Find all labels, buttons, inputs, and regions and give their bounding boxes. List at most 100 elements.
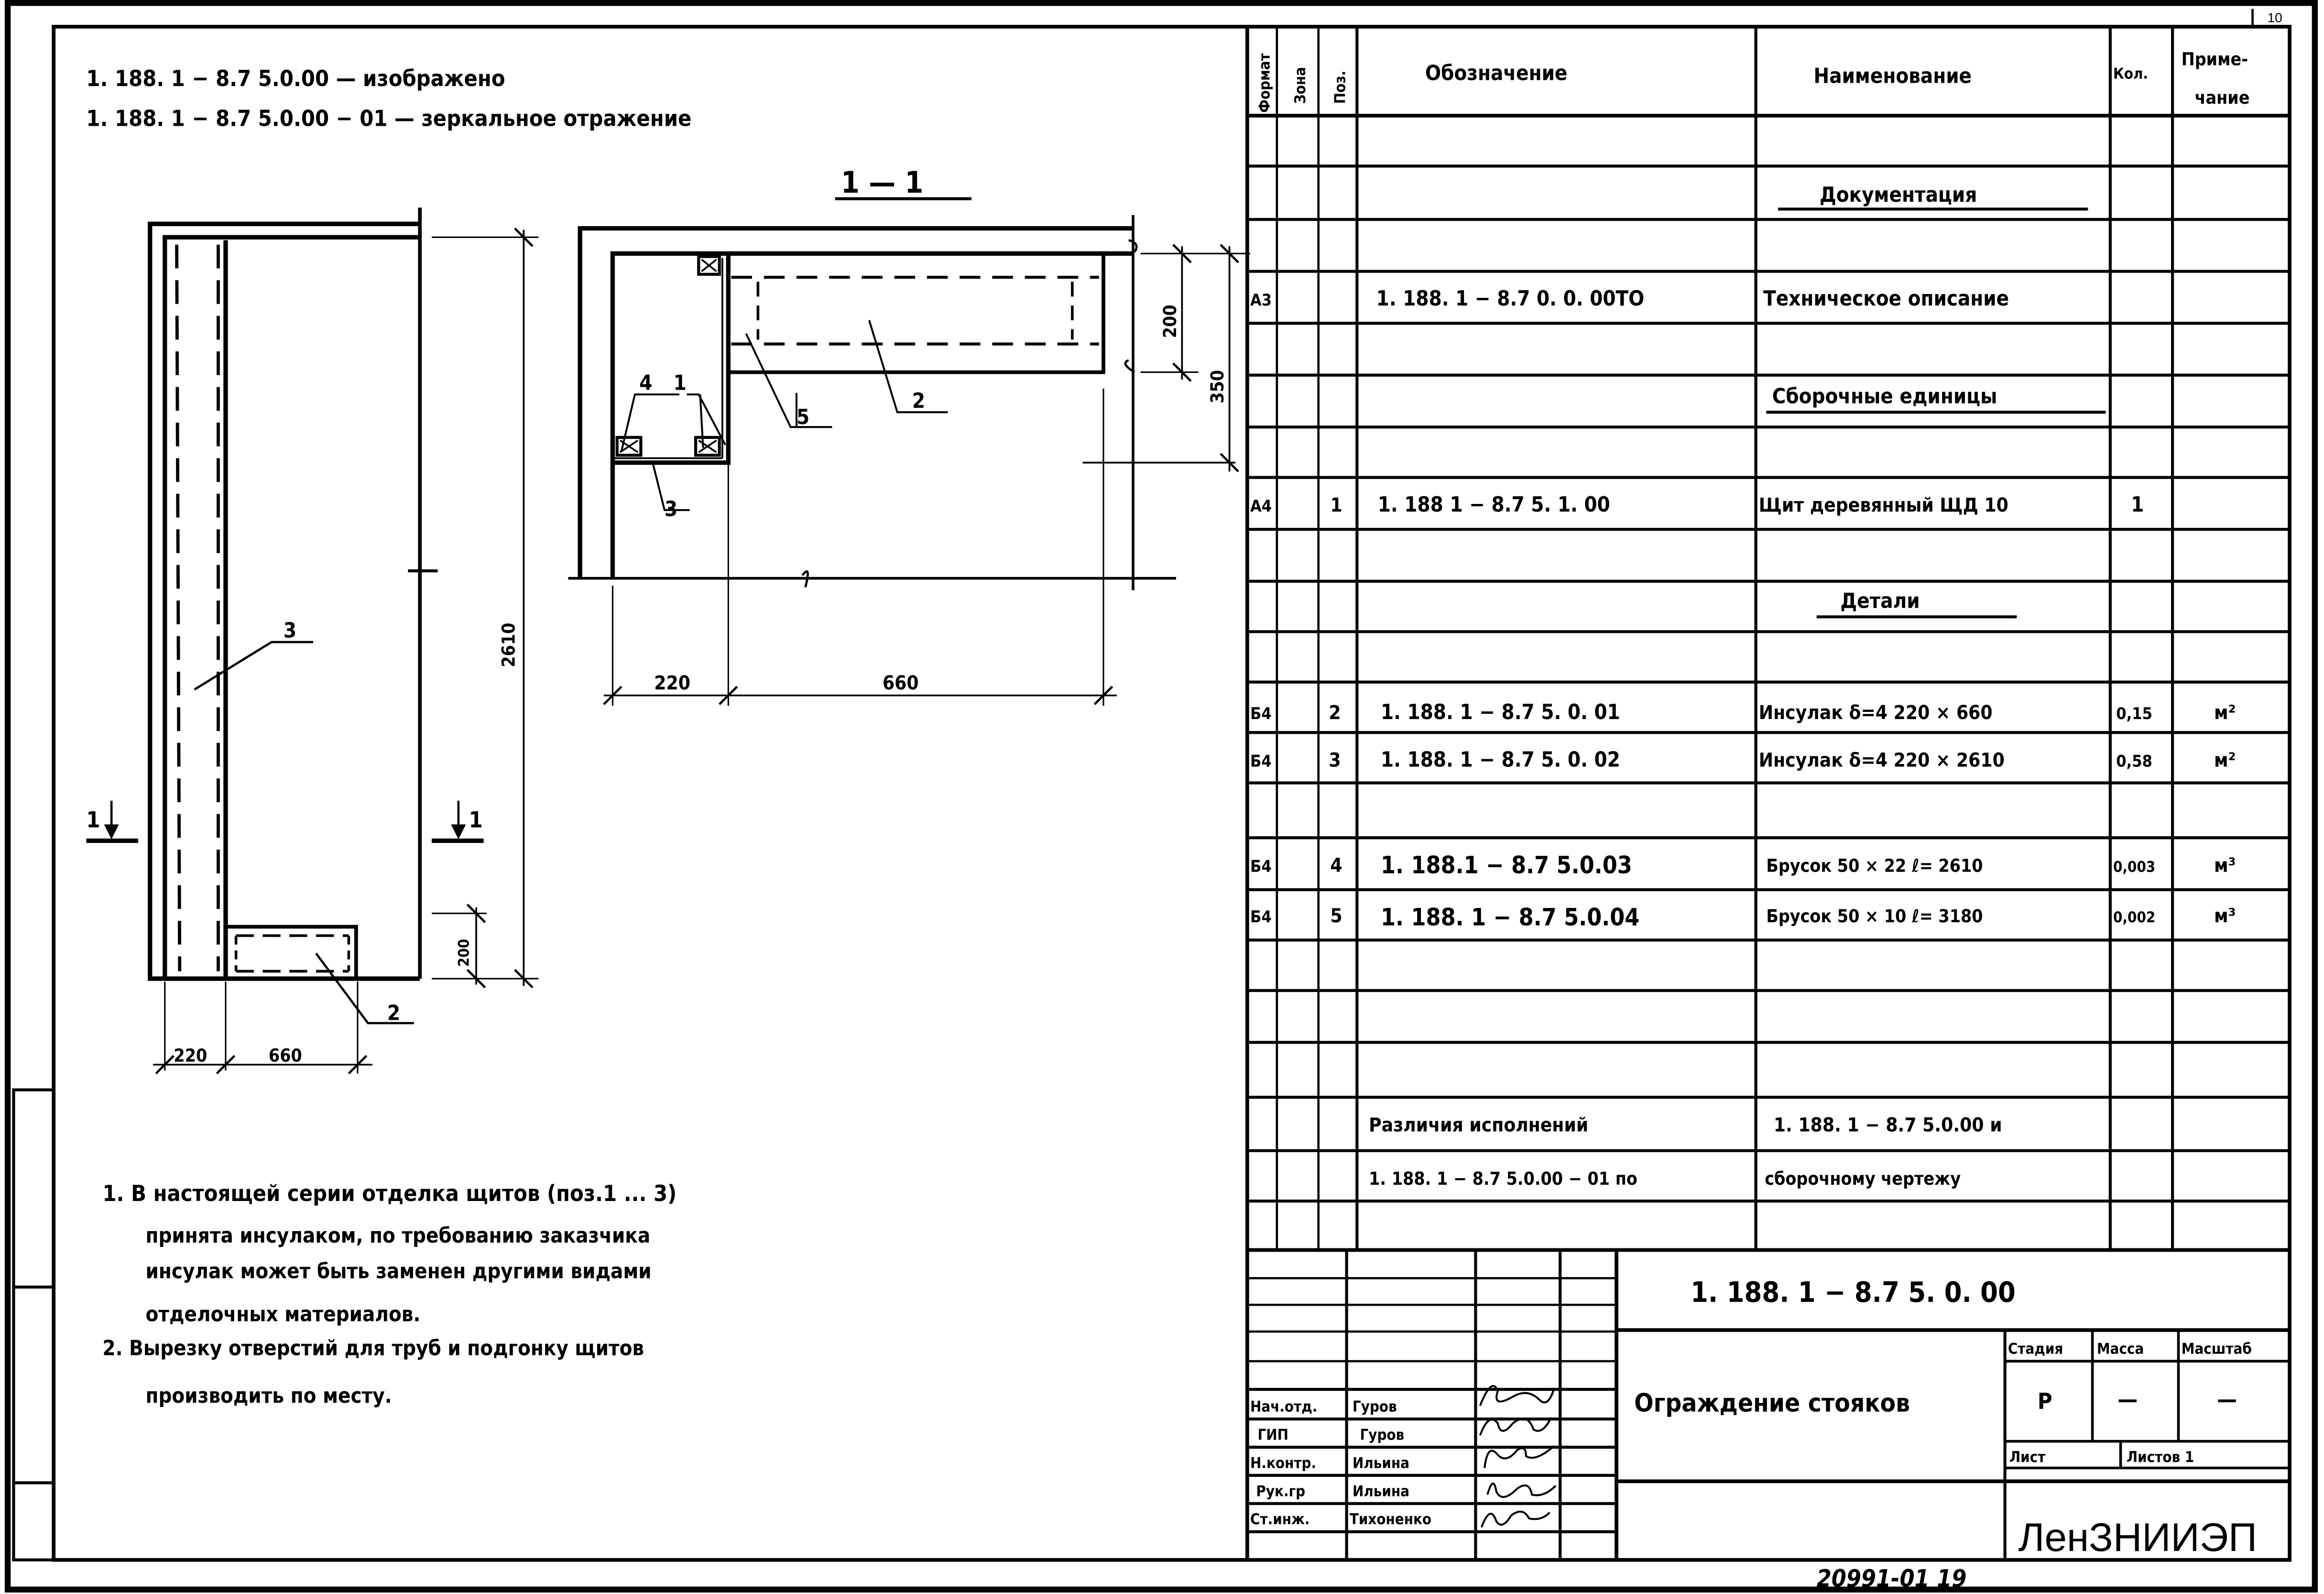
cell-designation: 1. 188. 1 − 8.7 0. 0. 00ТО (1376, 287, 1645, 311)
section-mark-right-label: 1 (469, 807, 483, 833)
elevation-view (86, 207, 539, 1075)
scale-value: — (2217, 1387, 2237, 1412)
section-leader-3: 3 (665, 497, 677, 521)
cell-name: Инсулак δ=4 220 × 660 (1759, 701, 1993, 724)
cell-pos: 2 (1329, 701, 1341, 724)
sheet-frame (4, 0, 2318, 1593)
signature-name: Тихоненко (1350, 1511, 1431, 1528)
cell-designation: 1. 188. 1 − 8.7 5. 0. 01 (1381, 700, 1620, 724)
table-row: Б4 2 1. 188. 1 − 8.7 5. 0. 01 Инсулак δ=… (1250, 700, 2236, 724)
sheet-number: 10 (2268, 11, 2282, 25)
binding-stamp (12, 1088, 55, 1561)
elevation-leader-2: 2 (387, 1002, 400, 1026)
sheets-label: Листов 1 (2127, 1449, 2194, 1466)
section-mark-left-label: 1 (86, 807, 100, 833)
signature-name: Гуров (1360, 1426, 1405, 1443)
cell-format: Б4 (1250, 752, 1272, 771)
differences-line-2-right: сборочному чертежу (1765, 1168, 1961, 1189)
cell-note: м³ (2214, 905, 2236, 927)
cell-pos: 3 (1329, 749, 1341, 771)
heading-documentation: Документация (1820, 183, 1977, 207)
elevation-dim-660: 660 (269, 1045, 302, 1066)
differences-line-2-left: 1. 188. 1 − 8.7 5.0.00 − 01 по (1369, 1168, 1637, 1189)
note-1-line-4: отделочных материалов. (145, 1302, 420, 1326)
differences-line-1-left: Различия исполнений (1369, 1114, 1588, 1136)
signature-name: Ильина (1353, 1483, 1409, 1500)
cell-note: м² (2214, 701, 2236, 724)
cell-qty: 0,003 (2113, 859, 2155, 876)
cell-pos: 1 (1331, 494, 1342, 516)
scale-label: Масштаб (2182, 1341, 2252, 1358)
table-row: А4 1 1. 188 1 − 8.7 5. 1. 00 Щит деревян… (1250, 493, 2144, 517)
document-title: Ограждение стояков (1634, 1389, 1910, 1418)
note-2-line-2: производить по месту. (145, 1384, 392, 1408)
table-row: Б4 4 1. 188.1 − 8.7 5.0.03 Брусок 50 × 2… (1250, 852, 2236, 879)
cell-pos: 4 (1331, 854, 1342, 877)
variant-line-1: 1. 188. 1 − 8.7 5.0.00 — изображено (86, 66, 505, 91)
header-qty: Кол. (2113, 65, 2148, 82)
cell-format: А3 (1250, 291, 1272, 310)
cell-name: Щит деревянный ЩД 10 (1759, 494, 2008, 516)
cell-pos: 5 (1331, 905, 1342, 927)
cell-qty: 0,58 (2116, 752, 2152, 771)
elevation-dim-2610: 2610 (498, 622, 519, 667)
document-code: 1. 188. 1 − 8.7 5. 0. 00 (1691, 1276, 2016, 1309)
organization-logo: ЛенЗНИИЭП (2018, 1515, 2257, 1560)
cell-name: Брусок 50 × 22 ℓ= 2610 (1766, 855, 1983, 876)
cell-name: Инсулак δ=4 220 × 2610 (1759, 749, 2005, 771)
section-leader-1: 1 (674, 371, 687, 395)
differences-line-1-right: 1. 188. 1 − 8.7 5.0.00 и (1774, 1114, 2002, 1136)
cell-qty: 0,15 (2116, 704, 2152, 723)
cell-name: Техническое описание (1763, 287, 2009, 311)
section-dim-200: 200 (1159, 305, 1180, 338)
heading-assemblies: Сборочные единицы (1772, 385, 1997, 409)
header-zone: Зона (1292, 67, 1309, 104)
cell-designation: 1. 188. 1 − 8.7 5. 0. 02 (1381, 748, 1620, 772)
cell-name: Брусок 50 × 10 ℓ= 3180 (1766, 906, 1983, 927)
heading-details: Детали (1840, 590, 1920, 613)
signature-rows: Нач.отд. Гуров ГИП Гуров Н.контр. Ильина… (1250, 1398, 1431, 1528)
section-dim-350: 350 (1207, 370, 1228, 404)
section-leader-4: 4 (639, 371, 652, 395)
sheet-label: Лист (2009, 1449, 2046, 1466)
mass-label: Масса (2097, 1341, 2144, 1358)
header-pos: Поз. (1332, 71, 1349, 104)
title-block-grid (1247, 1250, 2290, 1560)
signature-name: Ильина (1353, 1454, 1409, 1472)
elevation-dim-200: 200 (456, 939, 473, 967)
table-row: А3 1. 188. 1 − 8.7 0. 0. 00ТО Техническо… (1250, 287, 2009, 311)
cell-qty: 0,002 (2113, 909, 2155, 926)
header-designation: Обозначение (1425, 61, 1567, 85)
signature-scribbles (1479, 1385, 1557, 1528)
cell-format: Б4 (1250, 857, 1272, 876)
general-notes: 1. В настоящей серии отделка щитов (поз.… (103, 1180, 677, 1408)
table-row: Б4 3 1. 188. 1 − 8.7 5. 0. 02 Инсулак δ=… (1250, 748, 2236, 772)
cell-format: Б4 (1250, 907, 1272, 927)
archive-number: 20991-01 19 (1817, 1564, 1967, 1592)
cell-note: м³ (2214, 854, 2236, 877)
section-leader-2: 2 (912, 389, 925, 413)
variant-line-2: 1. 188. 1 − 8.7 5.0.00 − 01 — зеркальное… (86, 106, 691, 131)
header-note-1: Приме- (2182, 48, 2248, 69)
cell-designation: 1. 188. 1 − 8.7 5.0.04 (1381, 903, 1639, 931)
cell-designation: 1. 188 1 − 8.7 5. 1. 00 (1378, 493, 1610, 517)
cell-note: м² (2214, 749, 2236, 771)
section-title: 1 — 1 (841, 165, 923, 200)
cell-qty: 1 (2131, 493, 2144, 517)
cell-format: А4 (1250, 497, 1272, 516)
cell-designation: 1. 188.1 − 8.7 5.0.03 (1381, 852, 1632, 879)
stage-value: Р (2038, 1388, 2052, 1414)
header-format: Формат (1256, 53, 1273, 112)
section-leader-5: 5 (796, 405, 809, 429)
signature-role: Нач.отд. (1250, 1398, 1317, 1416)
section-dim-660: 660 (883, 672, 919, 694)
section-view (568, 215, 1251, 706)
table-row: Б4 5 1. 188. 1 − 8.7 5.0.04 Брусок 50 × … (1250, 903, 2236, 931)
signature-role: Н.контр. (1250, 1454, 1316, 1472)
note-1-line-3: инсулак может быть заменен другими видам… (145, 1259, 651, 1283)
elevation-dim-220: 220 (174, 1045, 207, 1066)
note-1-line-1: 1. В настоящей серии отделка щитов (поз.… (103, 1180, 677, 1206)
elevation-leader-3: 3 (284, 619, 296, 643)
signature-name: Гуров (1353, 1398, 1397, 1416)
